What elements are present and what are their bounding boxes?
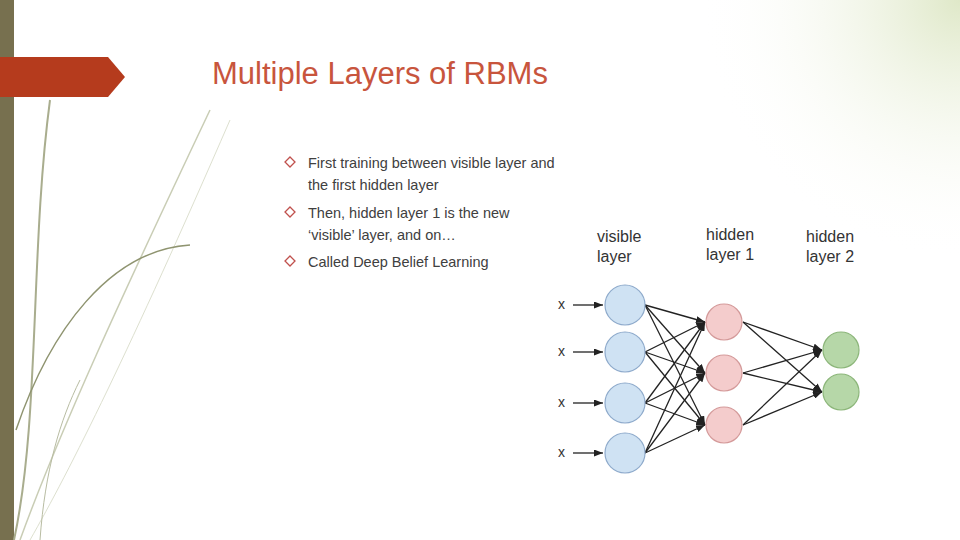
weight-arrow (743, 322, 822, 350)
weight-arrow (743, 373, 822, 392)
weight-arrow (743, 322, 822, 392)
weight-arrow (645, 373, 705, 453)
layer-heading: visible layer (597, 227, 659, 267)
deco-curve (30, 120, 230, 540)
input-label: x (558, 444, 565, 460)
hidden-unit (706, 407, 742, 443)
weight-arrow (645, 425, 705, 453)
weight-arrow (645, 322, 705, 352)
deco-curve (40, 380, 80, 540)
hidden-unit (823, 332, 859, 368)
weight-arrow (645, 305, 705, 425)
title-arrow (0, 57, 125, 97)
input-arrow (573, 452, 603, 453)
bullet-diamond (285, 207, 295, 217)
input-label: x (558, 343, 565, 359)
weight-arrow (645, 305, 705, 322)
weight-arrow (743, 350, 822, 425)
input-arrow (573, 304, 603, 305)
bullet-text: Called Deep Belief Learning (308, 251, 558, 273)
hidden-unit (706, 304, 742, 340)
slide-title: Multiple Layers of RBMs (212, 56, 548, 92)
weight-arrow (645, 322, 705, 403)
input-label: x (558, 394, 565, 410)
input-label: x (558, 296, 565, 312)
bullet-diamond (285, 157, 295, 167)
visible-unit (605, 332, 645, 372)
weight-arrow (743, 392, 822, 425)
deco-curve (14, 100, 50, 540)
visible-unit (605, 433, 645, 473)
hidden-unit (706, 355, 742, 391)
bullet-text: First training between visible layer and… (308, 152, 558, 196)
hidden-unit (823, 374, 859, 410)
weight-arrow (645, 322, 705, 453)
visible-unit (605, 383, 645, 423)
input-arrow (573, 351, 603, 352)
visible-unit (605, 285, 645, 325)
bullet-diamond (285, 256, 295, 266)
deco-curve (16, 245, 190, 430)
input-arrow (573, 402, 603, 403)
bullet-text: Then, hidden layer 1 is the new ‘visible… (308, 202, 558, 246)
layer-heading: hidden layer 1 (706, 225, 768, 265)
layer-heading: hidden layer 2 (806, 227, 868, 267)
deco-curve (20, 110, 210, 540)
